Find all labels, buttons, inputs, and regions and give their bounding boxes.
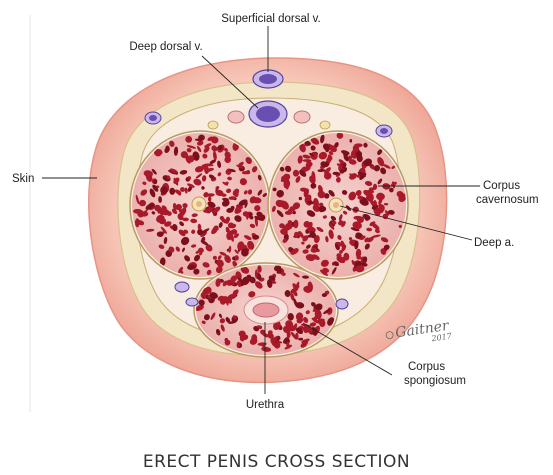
urethra xyxy=(244,296,288,324)
dorsal-nerve-left xyxy=(208,121,218,129)
deep-artery-right xyxy=(329,198,343,212)
figure-caption: ERECT PENIS CROSS SECTION xyxy=(0,452,553,472)
superficial-dorsal-vein xyxy=(253,70,283,88)
label-urethra: Urethra xyxy=(246,399,285,411)
deep-artery-left xyxy=(192,197,206,211)
tissue-sinusoid xyxy=(246,212,249,219)
label-corpus-spongiosum-line2: spongiosum xyxy=(404,375,466,387)
lateral-vein-left xyxy=(145,112,161,124)
label-corpus-spongiosum-line1: Corpus xyxy=(408,361,445,373)
label-skin: Skin xyxy=(12,173,34,185)
ventral-vessel-left-lower xyxy=(186,298,198,306)
tissue-sinusoid xyxy=(350,139,353,143)
label-corpus-cavernosum-line2: cavernosum xyxy=(476,194,539,206)
tissue-sinusoid xyxy=(293,211,296,214)
dorsal-artery-left xyxy=(228,111,244,123)
tissue-sinusoid xyxy=(154,180,157,184)
ventral-vessel-left xyxy=(175,282,189,292)
dorsal-nerve-right xyxy=(320,121,330,129)
tissue-sinusoid xyxy=(157,231,164,237)
label-superficial-dorsal-vein: Superficial dorsal v. xyxy=(221,13,321,25)
label-deep-dorsal-vein: Deep dorsal v. xyxy=(129,41,202,53)
label-corpus-cavernosum-line1: Corpus xyxy=(483,180,520,192)
label-deep-artery: Deep a. xyxy=(474,237,514,249)
lateral-vein-right xyxy=(376,125,392,137)
svg-text:2017: 2017 xyxy=(430,331,453,343)
ventral-vessel-right xyxy=(336,299,348,309)
dorsal-artery-right xyxy=(294,111,310,123)
